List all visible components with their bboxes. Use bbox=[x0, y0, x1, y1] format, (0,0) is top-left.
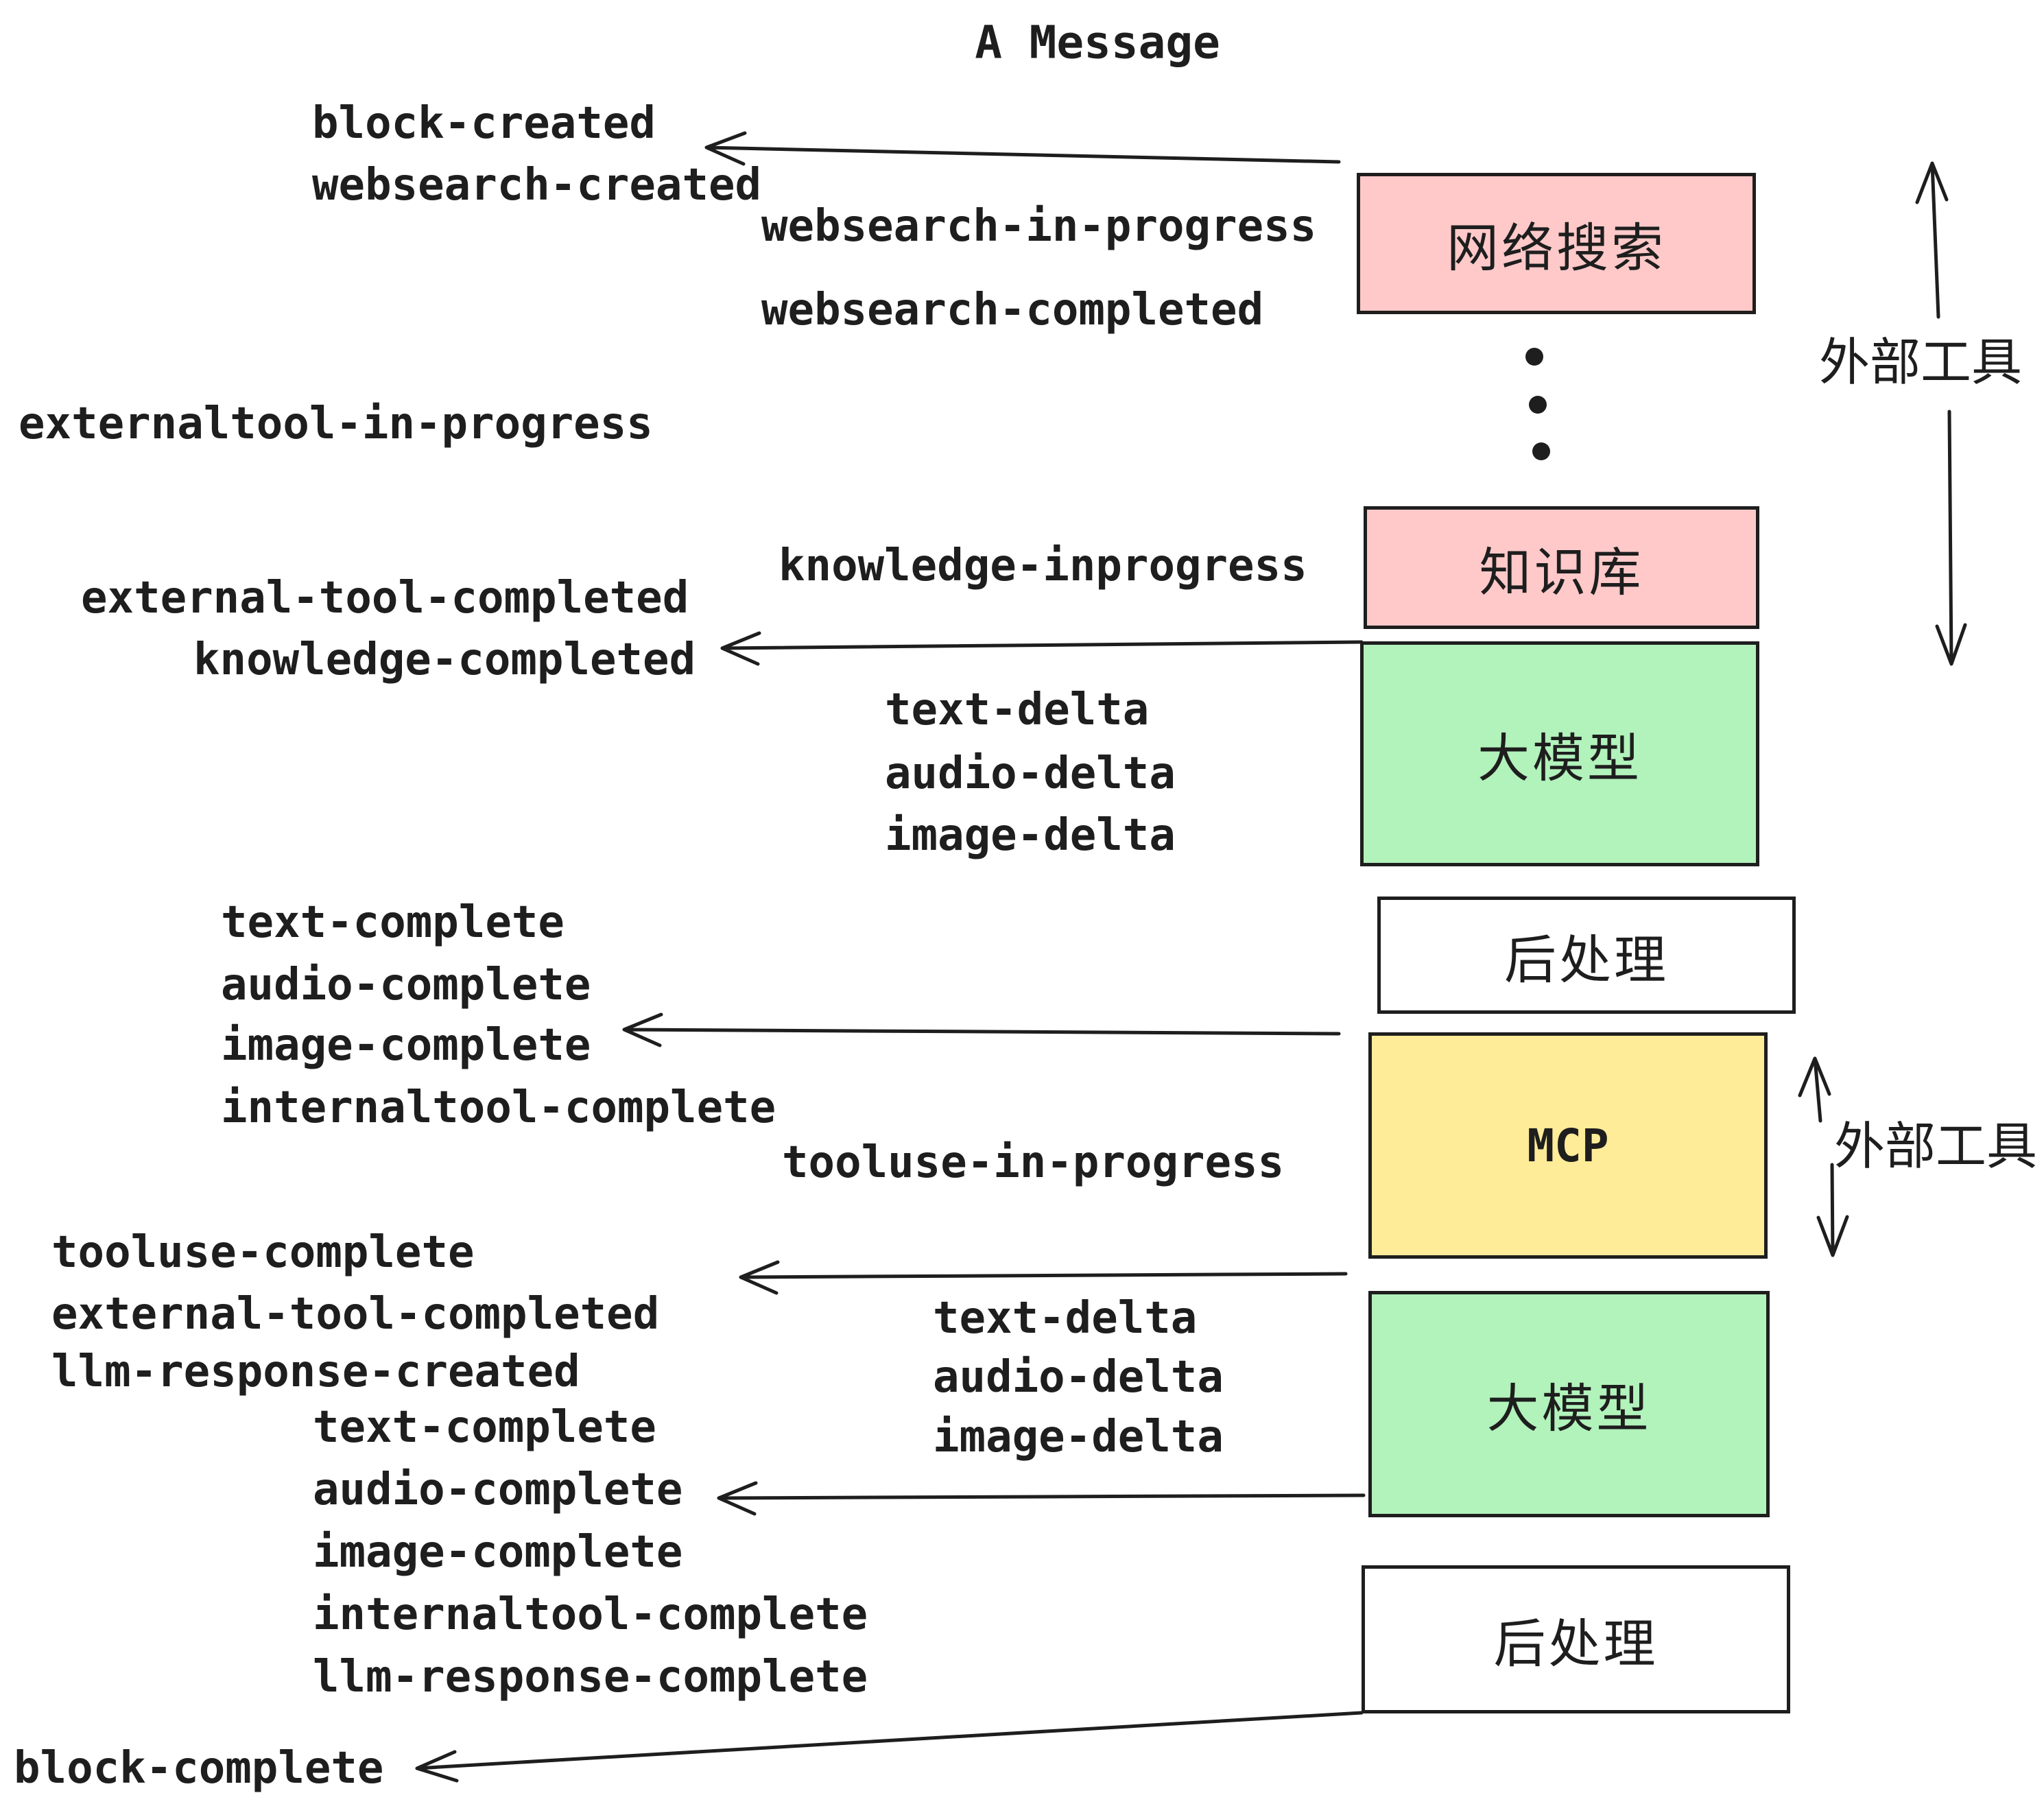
event-label-image-complete-2: image-complete bbox=[313, 1527, 683, 1578]
event-label-websearch-in-progress: websearch-in-progress bbox=[761, 201, 1317, 252]
arrow-to-websearch-created bbox=[704, 131, 1341, 166]
event-label-text-delta-1: text-delta bbox=[885, 685, 1150, 735]
box-mcp-label: MCP bbox=[1527, 1119, 1609, 1172]
arrow-to-knowledge-completed bbox=[720, 631, 1364, 666]
box-postprocess-2-label: 后处理 bbox=[1493, 1613, 1659, 1674]
box-mcp: MCP bbox=[1368, 1032, 1768, 1259]
event-label-image-delta-2: image-delta bbox=[933, 1412, 1224, 1462]
external-tools-arrow-up bbox=[1915, 161, 1949, 319]
event-label-internaltool-complete-2: internaltool-complete bbox=[313, 1589, 868, 1640]
arrow-to-block-complete bbox=[415, 1711, 1364, 1783]
event-label-knowledge-inprogress: knowledge-inprogress bbox=[779, 541, 1307, 591]
box-postprocess-1: 后处理 bbox=[1377, 897, 1796, 1014]
box-postprocess-1-label: 后处理 bbox=[1504, 929, 1669, 990]
event-label-llm-response-created: llm-response-created bbox=[51, 1346, 580, 1397]
event-label-websearch-created: websearch-created bbox=[312, 160, 762, 211]
event-label-block-created: block-created bbox=[312, 98, 656, 149]
event-label-tooluse-complete: tooluse-complete bbox=[51, 1227, 475, 1278]
event-label-text-complete-2: text-complete bbox=[313, 1402, 656, 1453]
event-label-audio-delta-2: audio-delta bbox=[933, 1352, 1224, 1403]
event-label-audio-complete-2: audio-complete bbox=[313, 1464, 683, 1515]
box-websearch: 网络搜索 bbox=[1357, 173, 1756, 314]
event-label-tooluse-in-progress: tooluse-in-progress bbox=[782, 1137, 1285, 1188]
ellipsis-dots bbox=[1525, 348, 1550, 460]
mcp-external-tools-arrow-down bbox=[1816, 1163, 1849, 1257]
box-llm-1-label: 大模型 bbox=[1477, 728, 1642, 789]
event-label-llm-response-complete: llm-response-complete bbox=[313, 1652, 868, 1702]
event-label-text-delta-2: text-delta bbox=[933, 1293, 1198, 1344]
event-label-external-tool-completed-1: external-tool-completed bbox=[81, 573, 689, 624]
box-websearch-label: 网络搜索 bbox=[1447, 217, 1666, 278]
box-llm-1: 大模型 bbox=[1360, 641, 1759, 866]
event-label-image-delta-1: image-delta bbox=[885, 810, 1176, 861]
box-llm-2: 大模型 bbox=[1368, 1291, 1770, 1517]
box-llm-2-label: 大模型 bbox=[1486, 1378, 1652, 1439]
arrow-to-tooluse-complete bbox=[739, 1260, 1348, 1295]
event-label-internaltool-complete-1: internaltool-complete bbox=[221, 1082, 776, 1133]
box-knowledge: 知识库 bbox=[1364, 506, 1759, 629]
event-label-block-complete: block-complete bbox=[14, 1743, 384, 1794]
arrow-to-image-complete bbox=[622, 1012, 1341, 1047]
external-tools-arrow-down bbox=[1935, 410, 1967, 666]
event-label-audio-delta-1: audio-delta bbox=[885, 748, 1176, 799]
event-label-audio-complete-1: audio-complete bbox=[221, 960, 591, 1010]
box-postprocess-2: 后处理 bbox=[1362, 1565, 1790, 1713]
event-label-external-tool-completed-2: external-tool-completed bbox=[51, 1289, 660, 1340]
mcp-external-tools-arrow-up bbox=[1798, 1056, 1831, 1123]
label-external-tools-mcp: 外部工具 bbox=[1834, 1117, 2037, 1176]
diagram-title: A Message bbox=[975, 16, 1220, 69]
arrow-to-audio-complete bbox=[717, 1481, 1366, 1516]
event-label-websearch-completed: websearch-completed bbox=[761, 285, 1264, 335]
label-external-tools-top: 外部工具 bbox=[1819, 333, 2022, 392]
event-label-image-complete-1: image-complete bbox=[221, 1020, 591, 1071]
event-label-knowledge-completed: knowledge-completed bbox=[193, 634, 696, 685]
event-label-externaltool-in-progress: externaltool-in-progress bbox=[19, 399, 653, 449]
event-label-text-complete-1: text-complete bbox=[221, 897, 565, 948]
box-knowledge-label: 知识库 bbox=[1479, 541, 1644, 603]
